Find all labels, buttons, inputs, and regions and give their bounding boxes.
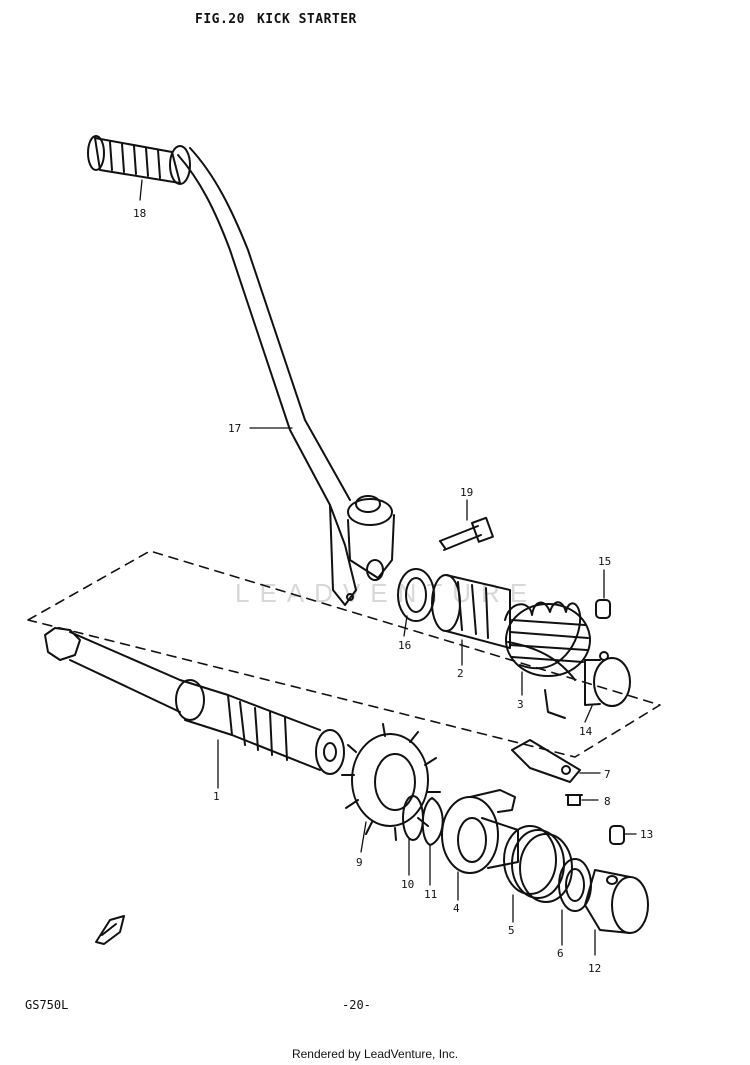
forward-arrow-icon	[95, 915, 125, 945]
callout-16: 16	[398, 639, 411, 652]
dowel-pin-lower	[609, 825, 625, 845]
callout-15: 15	[598, 555, 611, 568]
oil-seal	[397, 568, 435, 622]
return-spring	[504, 601, 591, 719]
kick-lever-arm	[177, 147, 395, 606]
figure-name: KICK STARTER	[256, 12, 357, 27]
page-number: -20-	[342, 998, 371, 1012]
ratchet-spring	[503, 825, 573, 903]
kick-starter-shaft	[44, 627, 345, 775]
spring-guide	[431, 574, 511, 649]
callout-7: 7	[604, 768, 611, 781]
callout-3: 3	[517, 698, 524, 711]
figure-number: FIG.20	[195, 12, 245, 27]
guide-plate	[511, 739, 581, 783]
dowel-pin-upper	[595, 599, 611, 619]
leader-18	[139, 179, 143, 201]
callout-10: 10	[401, 878, 414, 891]
lever-bolt	[439, 516, 494, 551]
callout-1: 1	[213, 790, 220, 803]
callout-11: 11	[424, 888, 437, 901]
leader-16	[403, 615, 408, 637]
circlip	[421, 797, 444, 846]
callout-8: 8	[604, 795, 611, 808]
kick-ratchet	[441, 789, 519, 874]
assembly-outline	[27, 550, 661, 758]
callout-13: 13	[640, 828, 653, 841]
spring-guide-cap	[584, 869, 649, 934]
callout-14: 14	[579, 725, 593, 738]
callout-9: 9	[356, 856, 363, 869]
guide-cap	[584, 651, 631, 707]
callout-2: 2	[457, 667, 464, 680]
leader-9	[360, 821, 367, 853]
rendered-by-footer: Rendered by LeadVenture, Inc.	[291, 1047, 459, 1061]
callout-5: 5	[508, 924, 515, 937]
callout-6: 6	[557, 947, 564, 960]
callout-4: 4	[453, 902, 460, 915]
callout-18: 18	[133, 207, 146, 220]
callout-12: 12	[588, 962, 601, 975]
leader-14	[584, 705, 593, 723]
kick-gear	[341, 723, 441, 841]
callout-19: 19	[460, 486, 473, 499]
callout-17: 17	[228, 422, 241, 435]
figure-title: FIG.20 KICK STARTER	[195, 12, 369, 27]
model-code: GS750L	[25, 998, 69, 1012]
kick-grip	[87, 135, 191, 185]
plate-screw	[565, 794, 583, 806]
